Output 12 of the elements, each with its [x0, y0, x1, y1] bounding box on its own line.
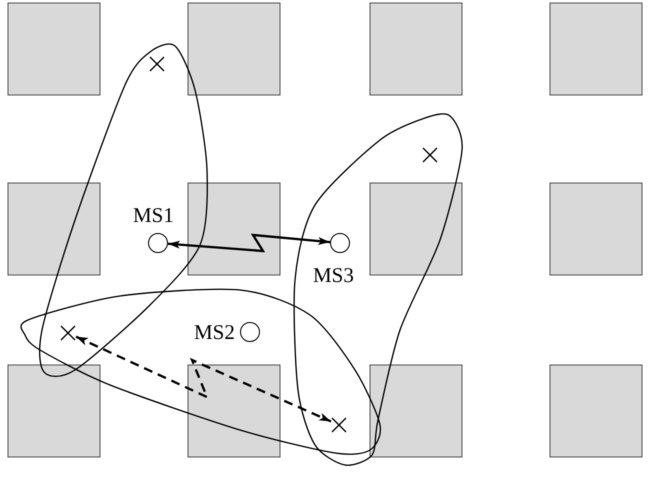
station-label: MS3	[313, 265, 354, 286]
cross-mark	[149, 56, 165, 72]
arrow	[168, 234, 330, 252]
cross-mark	[60, 325, 76, 341]
station-circle	[240, 322, 260, 342]
cross-mark	[422, 147, 438, 163]
cross-mark	[331, 417, 347, 433]
station-circle	[148, 233, 168, 253]
station-label: MS2	[194, 322, 235, 343]
station-circle	[330, 233, 350, 253]
arrow	[76, 336, 332, 423]
station-label: MS1	[133, 205, 174, 226]
